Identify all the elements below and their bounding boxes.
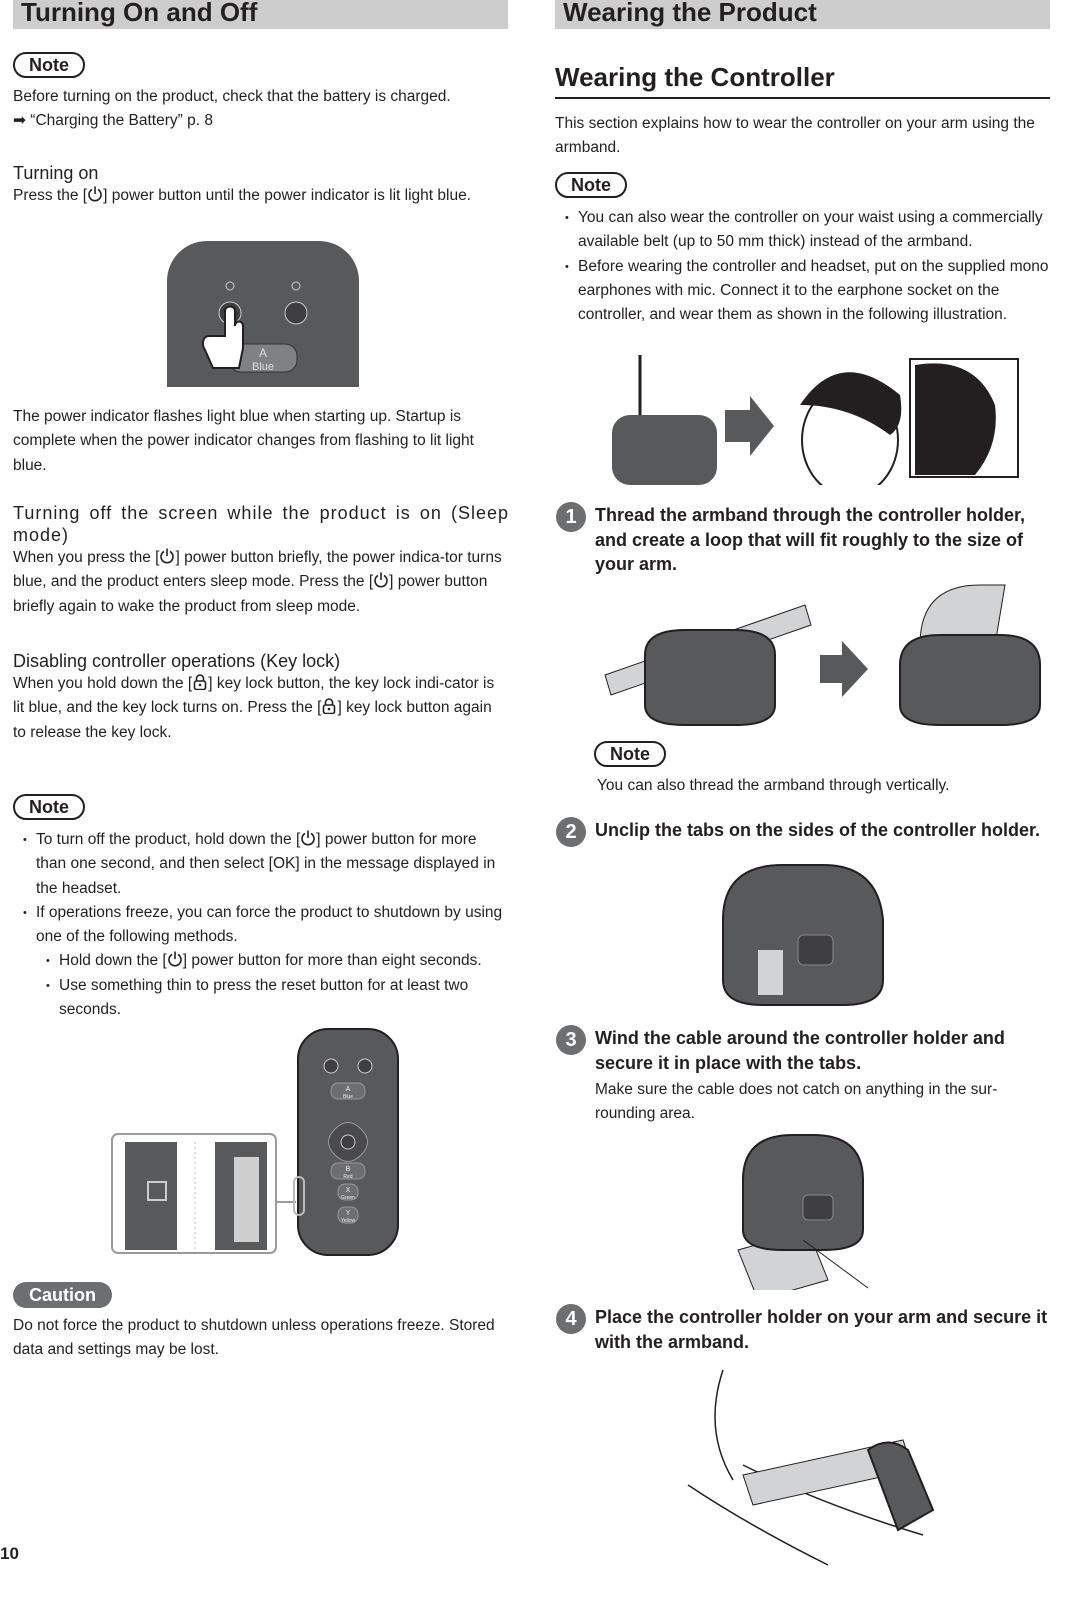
page-heading: Wearing the Controller [555, 62, 1050, 99]
earphone-illustration [612, 355, 1019, 485]
section-title: Wearing the Product [555, 0, 1050, 29]
step-subtext: Make sure the cable does not catch on an… [595, 1081, 998, 1123]
step-number: 1 [556, 502, 586, 532]
sleep-text: When you press the [] power button brief… [13, 548, 502, 615]
svg-text:A: A [346, 1086, 351, 1093]
armband-thread-illustration [604, 584, 1041, 726]
list-item: Use something thin to press the reset bu… [36, 974, 510, 1023]
note-badge: Note [555, 172, 627, 198]
power-button-illustration: A Blue [167, 241, 359, 387]
wearing-notes: You can also wear the controller on your… [555, 206, 1050, 327]
note-badge: Note [13, 794, 85, 820]
svg-text:Red: Red [343, 1174, 352, 1180]
list-item: If operations freeze, you can force the … [13, 901, 510, 1022]
lock-icon [192, 674, 208, 690]
step1-note-text: You can also thread the armband through … [597, 777, 950, 794]
button-a-label: A [259, 346, 267, 360]
shutdown-notes: To turn off the product, hold down the [… [13, 828, 510, 1022]
caution-badge: Caution [13, 1282, 112, 1308]
arm-placement-illustration [687, 1369, 935, 1566]
turning-on-heading: Turning on [13, 163, 99, 183]
list-item: To turn off the product, hold down the [… [13, 828, 510, 901]
svg-text:X: X [346, 1187, 351, 1194]
svg-text:B: B [346, 1166, 351, 1173]
power-icon [167, 951, 183, 967]
svg-text:Green: Green [341, 1195, 355, 1201]
note-badge: Note [594, 741, 666, 767]
sleep-heading: Turning off the screen while the product… [13, 503, 509, 545]
caution-text: Do not force the product to shutdown unl… [13, 1317, 495, 1359]
unclip-tabs-illustration [722, 864, 884, 1006]
step-number: 4 [556, 1304, 586, 1334]
svg-text:Blue: Blue [343, 1094, 353, 1100]
intro-text: This section explains how to wear the co… [555, 115, 1035, 157]
power-icon [373, 572, 389, 588]
page-number: 10 [0, 1544, 19, 1563]
keylock-heading: Disabling controller operations (Key loc… [13, 651, 341, 671]
note-badge: Note [13, 52, 85, 78]
wind-cable-illustration [737, 1134, 869, 1290]
list-item: Before wearing the controller and headse… [555, 255, 1050, 328]
lock-icon [321, 698, 337, 714]
note-text: Before turning on the product, check tha… [13, 88, 451, 105]
step-number: 2 [556, 817, 586, 847]
svg-text:Y: Y [346, 1210, 351, 1217]
power-icon [87, 186, 103, 202]
step-text: Unclip the tabs on the sides of the cont… [595, 820, 1041, 840]
list-item: You can also wear the controller on your… [555, 206, 1050, 255]
turning-on-text: Press the [] power button until the powe… [13, 186, 471, 204]
step-text: Wind the cable around the controller hol… [595, 1028, 1005, 1073]
startup-text: The power indicator flashes light blue w… [13, 408, 474, 474]
keylock-text: When you hold down the [] key lock butto… [13, 674, 495, 741]
step-text: Place the controller holder on your arm … [595, 1307, 1048, 1352]
section-title: Turning On and Off [13, 0, 508, 29]
svg-text:Yellow: Yellow [341, 1218, 356, 1224]
power-icon [159, 548, 175, 564]
button-blue-label: Blue [252, 361, 274, 373]
step-text: Thread the armband through the controlle… [595, 505, 1026, 574]
step-number: 3 [556, 1025, 586, 1055]
power-icon [300, 830, 316, 846]
charging-link[interactable]: ➡ “Charging the Battery” p. 8 [13, 112, 213, 130]
list-item: Hold down the [] power button for more t… [36, 949, 510, 974]
